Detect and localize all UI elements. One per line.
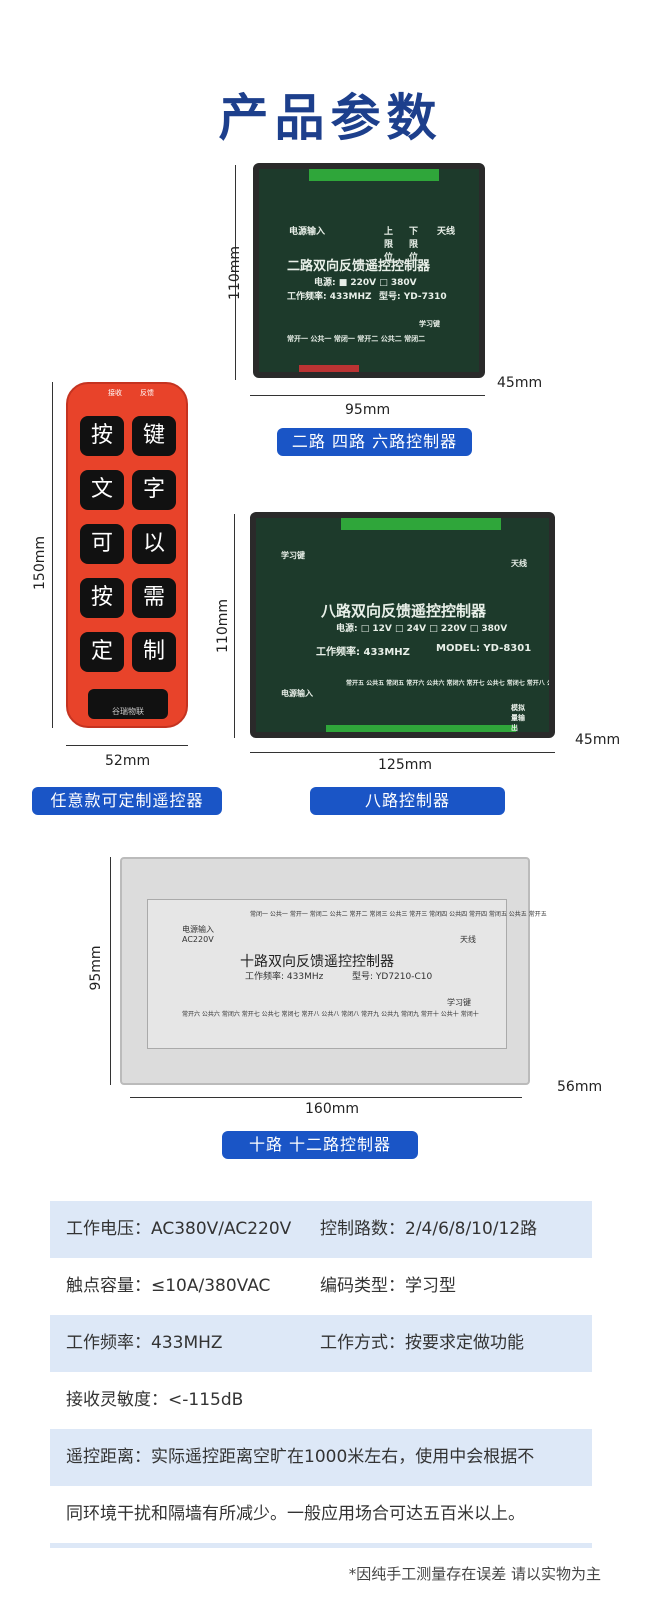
dimension-line xyxy=(110,857,111,1085)
remote-label: 接收 xyxy=(108,389,122,397)
board-label: 学习键 xyxy=(447,998,471,1007)
remote-label: 任意款可定制遥控器 xyxy=(32,787,222,815)
board-label: 电源输入 AC220V xyxy=(182,925,214,944)
board-label: 下限位 xyxy=(409,227,419,263)
board-terminals: 常开一 公共一 常闭一 常开二 公共二 常闭二 xyxy=(287,335,426,343)
spec-key: 遥控距离： xyxy=(66,1447,151,1467)
board-label: 学习键 xyxy=(281,551,305,560)
board-power: 电源: □ 12V □ 24V □ 220V □ 380V xyxy=(336,624,508,634)
page-title: 产品参数 xyxy=(218,89,443,147)
height-dimension: 95mm xyxy=(88,945,104,991)
spec-value: 2/4/6/8/10/12路 xyxy=(405,1219,538,1239)
dimension-line xyxy=(250,395,485,396)
board-label: 天线 xyxy=(511,559,527,568)
spec-key: 工作电压： xyxy=(66,1219,151,1239)
remote-key: 按 xyxy=(80,578,124,618)
board-label: 天线 xyxy=(437,227,456,237)
spec-row-distance: 遥控距离：实际遥控距离空旷在1000米左右，使用中会根据不 xyxy=(50,1429,592,1486)
remote-label: 反馈 xyxy=(140,389,154,397)
board-title: 十路双向反馈遥控控制器 xyxy=(240,954,394,970)
spec-value: 同环境干扰和隔墙有所减少。一般应用场合可达五百米以上。 xyxy=(66,1504,525,1524)
depth-dimension: 45mm xyxy=(575,732,621,748)
board-model: 型号: YD7210-C10 xyxy=(352,972,433,982)
dimension-line xyxy=(250,752,555,753)
board-label: 上限位 xyxy=(384,227,394,263)
spec-value: 433MHZ xyxy=(151,1333,223,1353)
board-terminals: 常闭一 公共一 常开一 常闭二 公共二 常开二 常闭三 公共三 常开三 常闭四 … xyxy=(250,911,547,918)
spec-value: <-115dB xyxy=(168,1390,244,1410)
board-terminals: 常开六 公共六 常闭六 常开七 公共七 常闭七 常开八 公共八 常闭八 常开九 … xyxy=(182,1011,479,1018)
remote-width-dimension: 52mm xyxy=(105,753,151,769)
board-label: 电源输入 xyxy=(281,689,313,698)
board-freq: 工作频率: 433MHZ xyxy=(316,647,410,658)
remote-key: 字 xyxy=(132,470,176,510)
board-power: 电源: ■ 220V □ 380V xyxy=(314,278,417,288)
dimension-line xyxy=(52,382,53,728)
ten-way-label: 十路 十二路控制器 xyxy=(222,1131,418,1159)
board-title: 二路双向反馈遥控控制器 xyxy=(287,259,431,274)
remote-key: 制 xyxy=(132,632,176,672)
spec-value: 按要求定做功能 xyxy=(405,1333,524,1353)
width-dimension: 160mm xyxy=(305,1101,359,1117)
two-way-controller-image: 电源输入 上限位 下限位 天线 二路双向反馈遥控控制器 电源: ■ 220V □… xyxy=(253,163,485,378)
board-freq: 工作频率: 433MHZ xyxy=(287,292,372,302)
board-label: 电源输入 xyxy=(289,227,326,237)
board-label: 天线 xyxy=(460,935,476,944)
spec-row: 触点容量：≤10A/380VAC 编码类型：学习型 xyxy=(50,1258,592,1315)
dimension-line xyxy=(130,1097,522,1098)
dimension-line xyxy=(234,514,235,738)
remote-key: 以 xyxy=(132,524,176,564)
spec-key: 控制路数： xyxy=(320,1219,405,1239)
depth-dimension: 56mm xyxy=(557,1079,603,1095)
board-title: 八路双向反馈遥控控制器 xyxy=(321,602,487,620)
remote-key: 定 xyxy=(80,632,124,672)
ten-way-controller-image: 电源输入 AC220V 常闭一 公共一 常开一 常闭二 公共二 常开二 常闭三 … xyxy=(120,857,547,1085)
spec-key: 接收灵敏度： xyxy=(66,1390,168,1410)
remote-brand: 谷瑞物联 xyxy=(88,689,168,719)
spec-value: ≤10A/380VAC xyxy=(151,1276,271,1296)
board-label: 模拟量输出 xyxy=(511,704,525,732)
remote-height-dimension: 150mm xyxy=(32,536,48,590)
spec-key: 工作方式： xyxy=(320,1333,405,1353)
spec-key: 编码类型： xyxy=(320,1276,405,1296)
board-model: MODEL: YD-8301 xyxy=(436,643,532,654)
board-freq: 工作频率: 433MHz xyxy=(245,972,324,982)
remote-control-image: 接收 反馈 按 键 文 字 可 以 按 需 定 制 谷瑞物联 xyxy=(66,382,188,728)
remote-key: 按 xyxy=(80,416,124,456)
spec-key: 工作频率： xyxy=(66,1333,151,1353)
spec-row-distance-cont: 同环境干扰和隔墙有所减少。一般应用场合可达五百米以上。 xyxy=(50,1486,592,1543)
board-label: 学习键 xyxy=(419,320,440,328)
remote-key: 可 xyxy=(80,524,124,564)
spec-key: 触点容量： xyxy=(66,1276,151,1296)
spec-row: 工作频率：433MHZ 工作方式：按要求定做功能 xyxy=(50,1315,592,1372)
board-terminals: 常开五 公共五 常闭五 常开六 公共六 常闭六 常开七 公共七 常闭七 常开八 … xyxy=(346,680,553,687)
spec-value: 学习型 xyxy=(405,1276,456,1296)
width-dimension: 125mm xyxy=(378,757,432,773)
width-dimension: 95mm xyxy=(345,402,391,418)
divider xyxy=(50,1543,592,1548)
height-dimension: 110mm xyxy=(227,246,243,300)
dimension-line xyxy=(235,165,236,380)
remote-key: 需 xyxy=(132,578,176,618)
eight-way-label: 八路控制器 xyxy=(310,787,505,815)
remote-key: 键 xyxy=(132,416,176,456)
spec-row: 接收灵敏度：<-115dB xyxy=(50,1372,592,1429)
board-model: 型号: YD-7310 xyxy=(379,292,447,302)
eight-way-controller-image: 学习键 天线 八路双向反馈遥控控制器 电源: □ 12V □ 24V □ 220… xyxy=(250,512,555,738)
height-dimension: 110mm xyxy=(215,599,231,653)
spec-value: 实际遥控距离空旷在1000米左右，使用中会根据不 xyxy=(151,1447,535,1467)
two-way-label: 二路 四路 六路控制器 xyxy=(277,428,472,456)
dimension-line xyxy=(66,745,188,746)
depth-dimension: 45mm xyxy=(497,375,543,391)
remote-key: 文 xyxy=(80,470,124,510)
footnote: *因纯手工测量存在误差 请以实物为主 xyxy=(348,1565,601,1583)
spec-value: AC380V/AC220V xyxy=(151,1219,292,1239)
spec-row: 工作电压：AC380V/AC220V 控制路数：2/4/6/8/10/12路 xyxy=(50,1201,592,1258)
